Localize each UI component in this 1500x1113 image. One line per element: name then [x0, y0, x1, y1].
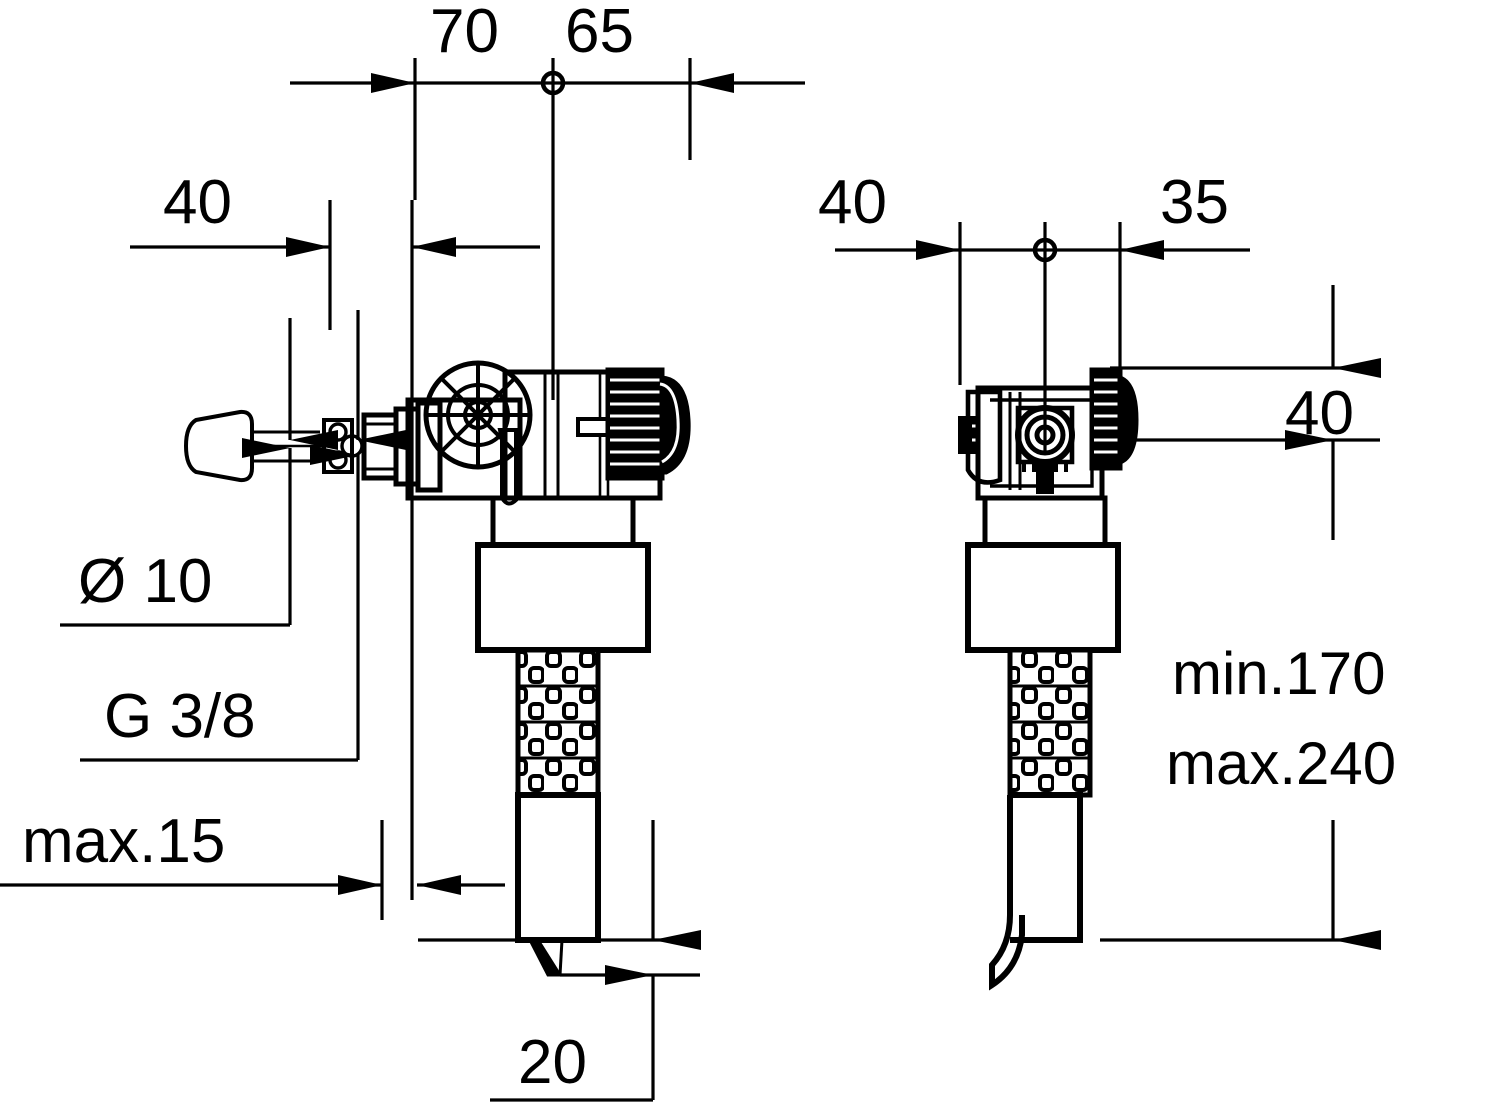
dim-right-vertical-40-group [1100, 285, 1381, 540]
dimension-labels: 70 65 40 Ø 10 G 3/8 max.15 20 40 35 40 m… [22, 0, 1396, 1097]
label-35: 35 [1160, 168, 1229, 237]
port-boss-part [1015, 405, 1075, 494]
label-max-240: max.240 [1166, 730, 1396, 797]
side-head-housing [965, 385, 1105, 501]
side-mesh-shank-part [1007, 647, 1093, 798]
leader-g38-group [80, 310, 406, 762]
label-max-15: max.15 [22, 807, 225, 876]
label-65: 65 [565, 0, 634, 66]
knurled-knob-part [605, 367, 691, 481]
centre-mark-right-icon [1032, 237, 1058, 263]
label-g38: G 3/8 [104, 682, 256, 751]
label-diameter-10: Ø 10 [78, 547, 212, 616]
dim-min170-max240-group [1100, 820, 1381, 950]
adjuster-clip-part [497, 428, 518, 506]
leader-diameter-10-group [60, 318, 338, 627]
dim-20-group [418, 820, 701, 1102]
hose-cone-part [183, 409, 254, 483]
dim-max15-group [0, 820, 505, 920]
inlet-spigot-part [393, 400, 443, 493]
label-40-right: 40 [818, 168, 887, 237]
side-knurled-knob-part [1089, 367, 1139, 471]
label-vertical-40: 40 [1285, 379, 1354, 448]
hex-nut-part [361, 412, 399, 481]
left-valve-assembly [183, 360, 691, 977]
centre-mark-icon [540, 70, 566, 96]
mesh-shank-part [515, 647, 601, 798]
label-20: 20 [518, 1028, 587, 1097]
label-min-170: min.170 [1172, 640, 1385, 707]
label-70: 70 [430, 0, 499, 66]
dim-70-65-group [290, 58, 805, 400]
rear-bracket-part [958, 416, 986, 454]
collar-block-part [475, 542, 651, 653]
nozzle-tip-part [527, 938, 564, 977]
side-upper-shank-part [982, 495, 1108, 548]
label-40-left: 40 [163, 168, 232, 237]
dim-40-left-group [130, 200, 540, 900]
right-valve-assembly [958, 367, 1139, 991]
side-lower-tube-part [989, 792, 1083, 991]
dim-40-35-group [835, 222, 1250, 455]
lower-tube-part [515, 792, 601, 943]
upper-shank-part [490, 495, 636, 548]
side-collar-block-part [965, 542, 1121, 653]
